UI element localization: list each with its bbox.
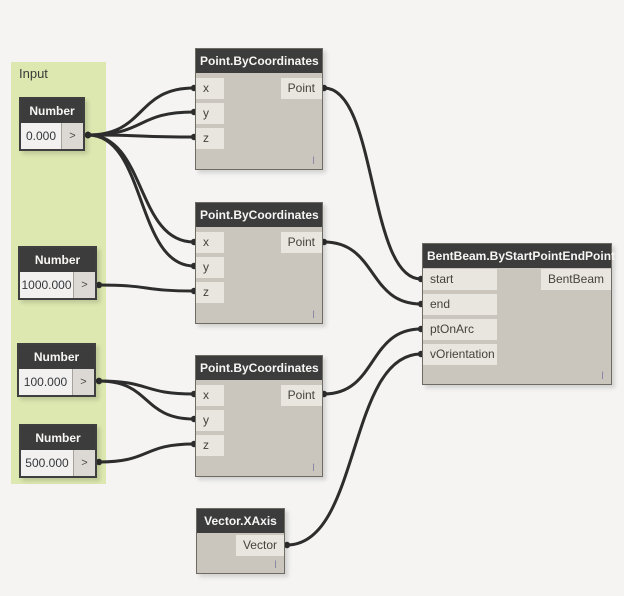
number-expand-button[interactable]: > bbox=[74, 450, 95, 476]
wire-point1-Point-to-bentbeam-start[interactable] bbox=[322, 86, 423, 281]
point-bycoordinates-node-0[interactable]: Point.ByCoordinates x y z Point I bbox=[195, 48, 323, 170]
number-expand-button[interactable]: > bbox=[74, 272, 95, 298]
number-node-0[interactable]: Number 0.000 > bbox=[19, 97, 85, 151]
node-title[interactable]: Point.ByCoordinates bbox=[196, 203, 322, 227]
input-port-ptonarc[interactable]: ptOnArc bbox=[423, 319, 497, 340]
port-connector-out[interactable] bbox=[84, 131, 92, 139]
port-connector-out[interactable] bbox=[95, 377, 103, 385]
wire-number1-out-to-point2-x[interactable] bbox=[86, 133, 196, 244]
wire-number2-out-to-point2-z[interactable] bbox=[97, 283, 196, 293]
input-group-label[interactable]: Input bbox=[19, 66, 48, 81]
number-node-title[interactable]: Number bbox=[20, 248, 95, 272]
wire-number1-out-to-point1-y[interactable] bbox=[86, 110, 196, 137]
wire-vector-Vector-to-bentbeam-vOrientation[interactable] bbox=[285, 352, 423, 547]
wire-number4-out-to-point3-z[interactable] bbox=[97, 442, 196, 464]
output-port-vector[interactable]: Vector bbox=[235, 535, 284, 556]
node-title[interactable]: Point.ByCoordinates bbox=[196, 49, 322, 73]
lacing-indicator[interactable]: I bbox=[273, 559, 277, 571]
input-port-y[interactable]: y bbox=[196, 103, 224, 124]
node-title[interactable]: Vector.XAxis bbox=[197, 509, 284, 533]
input-port-y[interactable]: y bbox=[196, 257, 224, 278]
number-node-title[interactable]: Number bbox=[19, 345, 94, 369]
input-port-vorientation[interactable]: vOrientation bbox=[423, 344, 497, 365]
lacing-indicator[interactable]: I bbox=[311, 462, 315, 474]
output-port-point[interactable]: Point bbox=[280, 232, 322, 253]
number-value-input[interactable]: 500.000 bbox=[21, 450, 74, 476]
number-node-title[interactable]: Number bbox=[21, 99, 83, 123]
wire-point3-Point-to-bentbeam-ptOnArc[interactable] bbox=[322, 327, 423, 396]
number-value-input[interactable]: 0.000 bbox=[21, 123, 62, 149]
point-bycoordinates-node-2[interactable]: Point.ByCoordinates x y z Point I bbox=[195, 355, 323, 477]
number-expand-button[interactable]: > bbox=[73, 369, 94, 395]
input-port-end[interactable]: end bbox=[423, 294, 497, 315]
wire-number1-out-to-point2-y[interactable] bbox=[86, 133, 196, 268]
input-port-start[interactable]: start bbox=[423, 269, 497, 290]
input-port-y[interactable]: y bbox=[196, 410, 224, 431]
number-node-title[interactable]: Number bbox=[21, 426, 95, 450]
input-port-x[interactable]: x bbox=[196, 385, 224, 406]
bentbeam-node[interactable]: BentBeam.ByStartPointEndPoint start end … bbox=[422, 243, 615, 385]
port-connector-out[interactable] bbox=[283, 541, 291, 549]
lacing-indicator[interactable]: I bbox=[311, 155, 315, 167]
wire-point2-Point-to-bentbeam-end[interactable] bbox=[322, 240, 423, 306]
input-port-z[interactable]: z bbox=[196, 128, 224, 149]
node-title[interactable]: Point.ByCoordinates bbox=[196, 356, 322, 380]
input-port-x[interactable]: x bbox=[196, 78, 224, 99]
output-port-point[interactable]: Point bbox=[280, 385, 322, 406]
number-expand-button[interactable]: > bbox=[62, 123, 83, 149]
number-value-input[interactable]: 1000.000 bbox=[20, 272, 74, 298]
node-title[interactable]: BentBeam.ByStartPointEndPoint bbox=[423, 244, 615, 268]
wire-number3-out-to-point3-y[interactable] bbox=[97, 379, 196, 421]
point-bycoordinates-node-1[interactable]: Point.ByCoordinates x y z Point I bbox=[195, 202, 323, 324]
wire-number1-out-to-point1-z[interactable] bbox=[86, 133, 196, 139]
number-node-3[interactable]: Number 500.000 > bbox=[19, 424, 97, 478]
input-port-z[interactable]: z bbox=[196, 435, 224, 456]
lacing-indicator[interactable]: I bbox=[600, 370, 604, 382]
number-node-1[interactable]: Number 1000.000 > bbox=[18, 246, 97, 300]
number-value-input[interactable]: 100.000 bbox=[19, 369, 73, 395]
input-port-x[interactable]: x bbox=[196, 232, 224, 253]
output-port-bentbeam[interactable]: BentBeam bbox=[540, 269, 611, 290]
output-port-point[interactable]: Point bbox=[280, 78, 322, 99]
lacing-indicator[interactable]: I bbox=[311, 309, 315, 321]
vector-xaxis-node[interactable]: Vector.XAxis Vector I bbox=[196, 508, 285, 574]
input-port-z[interactable]: z bbox=[196, 282, 224, 303]
port-connector-out[interactable] bbox=[95, 281, 103, 289]
port-connector-out[interactable] bbox=[95, 458, 103, 466]
number-node-2[interactable]: Number 100.000 > bbox=[17, 343, 96, 397]
